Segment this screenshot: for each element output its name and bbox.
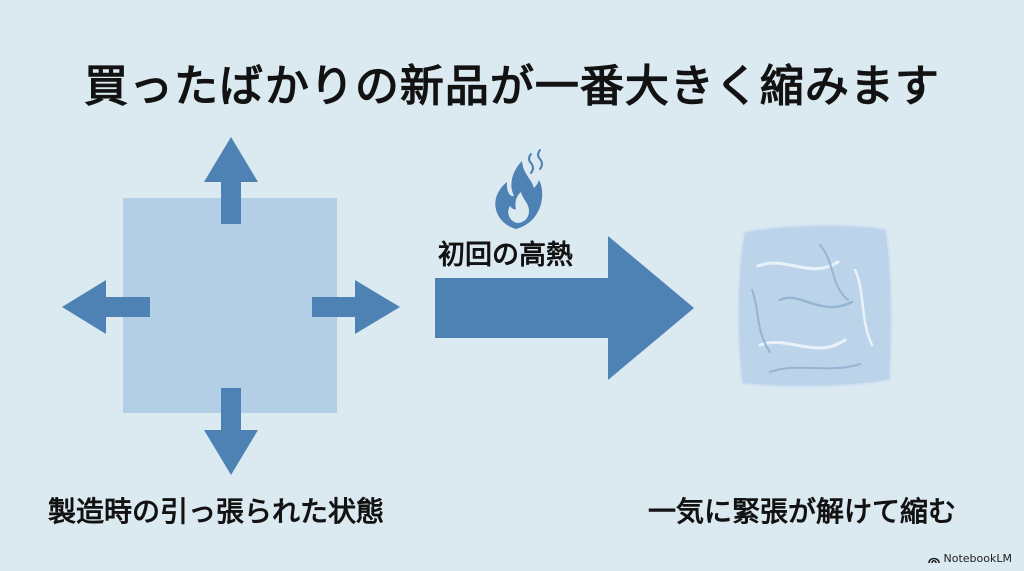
stretched-fabric-square xyxy=(123,198,337,413)
flame-icon xyxy=(495,149,543,229)
arrow-left xyxy=(62,280,150,334)
heat-label: 初回の高熱 xyxy=(438,240,573,271)
shrunken-cloth xyxy=(737,224,893,388)
arrow-right xyxy=(312,280,400,334)
page-title: 買ったばかりの新品が一番大きく縮みます xyxy=(84,61,940,112)
shrink-caption: 一気に緊張が解けて縮む xyxy=(648,495,957,528)
notebooklm-icon xyxy=(927,557,940,563)
arrow-down xyxy=(204,388,258,475)
arrow-up xyxy=(204,137,258,224)
watermark: NotebookLM xyxy=(927,552,1012,565)
watermark-text: NotebookLM xyxy=(943,552,1012,565)
big-right-arrow xyxy=(435,236,694,380)
stretched-state-caption: 製造時の引っ張られた状態 xyxy=(48,495,385,528)
